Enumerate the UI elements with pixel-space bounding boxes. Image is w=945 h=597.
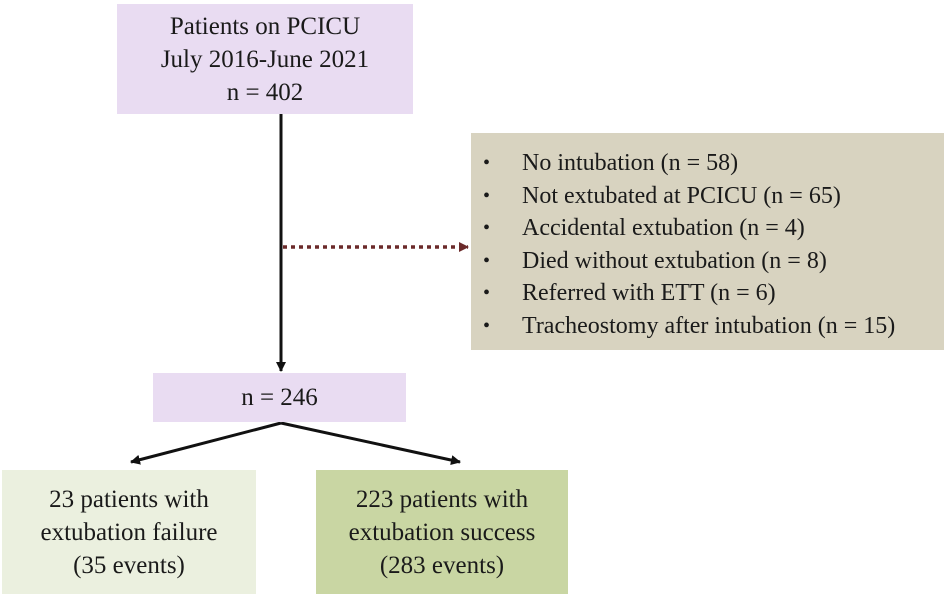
success-events: (283 events) <box>379 551 505 579</box>
extubation-failure-box: 23 patients with extubation failure (35 … <box>2 470 256 594</box>
exclusion-item: •Died without extubation (n = 8) <box>471 245 944 278</box>
exclusion-item: •Not extubated at PCICU (n = 65) <box>471 180 944 213</box>
success-label: extubation success <box>348 518 536 546</box>
bullet-icon: • <box>483 314 491 337</box>
bullet-icon: • <box>483 184 491 207</box>
total-patients-box: Patients on PCICU July 2016-June 2021 n … <box>117 4 413 114</box>
extubation-success-box: 223 patients with extubation success (28… <box>316 470 568 594</box>
bullet-icon: • <box>483 152 491 174</box>
exclusion-item: •No intubation (n = 58) <box>471 147 944 180</box>
total-patients-count: n = 402 <box>226 78 304 106</box>
bullet-icon: • <box>483 249 491 272</box>
exclusion-item: •Accidental extubation (n = 4) <box>471 212 944 245</box>
exclusion-list: •No intubation (n = 58) •Not extubated a… <box>471 147 944 342</box>
included-patients-box: n = 246 <box>153 373 406 422</box>
exclusion-criteria-box: •No intubation (n = 58) •Not extubated a… <box>471 133 944 350</box>
failure-events: (35 events) <box>73 551 185 579</box>
exclusion-item: •Tracheostomy after intubation (n = 15) <box>471 310 944 343</box>
branch-right-arrow <box>280 421 461 465</box>
exclusion-item: •Referred with ETT (n = 6) <box>471 277 944 310</box>
bullet-icon: • <box>483 217 491 239</box>
total-patients-title: Patients on PCICU <box>169 12 361 40</box>
failure-label: extubation failure <box>40 518 218 546</box>
study-period: July 2016-June 2021 <box>160 45 370 73</box>
failure-patients-line: 23 patients with <box>49 485 209 513</box>
branch-left-arrow <box>130 421 282 465</box>
included-patients-count: n = 246 <box>241 384 318 411</box>
bullet-icon: • <box>483 282 491 304</box>
success-patients-line: 223 patients with <box>355 485 529 513</box>
